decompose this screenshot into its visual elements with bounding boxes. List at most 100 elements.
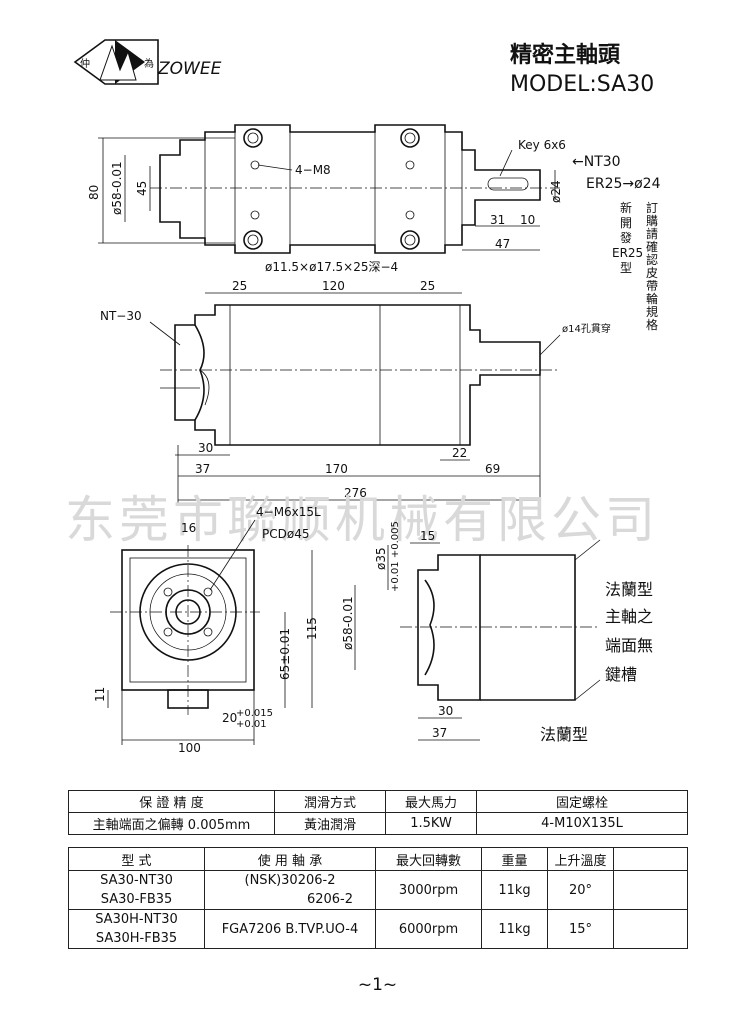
top-view: 80 ø58-0.01 45 4−M8 Key 6x6 ←NT30 ER25→ø…: [87, 124, 661, 294]
dim-15: 15: [420, 529, 435, 543]
cell-rpm: 3000rpm: [375, 870, 482, 910]
dim-31: 31: [490, 213, 505, 227]
dim-120: 120: [322, 279, 345, 293]
pcd-label: PCDø45: [262, 527, 309, 541]
model-title: MODEL:SA30: [510, 72, 654, 97]
svg-text:格: 格: [646, 317, 658, 332]
cell-models: SA30-NT30 SA30-FB35: [68, 870, 205, 910]
svg-text:帶: 帶: [646, 279, 658, 293]
header-max-rpm: 最大回轉數: [375, 847, 482, 871]
spec-table: 保 證 精 度 潤滑方式 最大馬力 固定螺栓 主軸端面之偏轉 0.005mm 黃…: [68, 790, 688, 835]
dim-58-flange: ø58-0.01: [341, 596, 355, 650]
logo-text: ZOWEE: [157, 59, 222, 79]
cell-max-power: 1.5KW: [385, 812, 477, 835]
note-char: 發: [620, 230, 632, 245]
flange-note-1: 法蘭型: [605, 580, 653, 599]
svg-text:請: 請: [646, 227, 658, 241]
m8-label: 4−M8: [295, 163, 331, 177]
cell-lubrication: 黃油潤滑: [274, 812, 386, 835]
page-number: ~1~: [357, 975, 398, 995]
cell-models: SA30H-NT30 SA30H-FB35: [68, 909, 205, 949]
dim-20-tol-minus: +0.01: [236, 719, 267, 730]
dim-37-flange: 37: [432, 726, 447, 740]
dim-24: ø24: [549, 180, 563, 203]
flange-note-2: 主軸之: [605, 607, 653, 626]
cell-empty: [613, 909, 688, 949]
dim-35: ø35: [374, 547, 388, 570]
vertical-note-belt-spec: 訂 購 請 確 認 皮 帶 輪 規 格: [646, 200, 658, 332]
cell-bearings: (NSK)30206-2 6206-2: [204, 870, 376, 910]
dim-65: 65±0.01: [278, 628, 292, 680]
dim-20: 20: [222, 711, 237, 725]
dim-170: 170: [325, 462, 348, 476]
dim-115: 115: [305, 617, 319, 640]
dim-80: 80: [87, 185, 101, 200]
header-temp-rise: 上升溫度: [547, 847, 614, 871]
note-char: 型: [620, 261, 632, 275]
m6-label: 4−M6x15L: [256, 505, 321, 519]
table-row: SA30H-NT30 SA30H-FB35 FGA7206 B.TVP.UO-4…: [68, 909, 688, 949]
cell-weight: 11kg: [481, 870, 548, 910]
header-max-power: 最大馬力: [385, 790, 477, 813]
dim-69: 69: [485, 462, 500, 476]
header-accuracy: 保 證 精 度: [68, 790, 275, 813]
dim-25a: 25: [232, 279, 247, 293]
vertical-note-new-er25: 新 開 發 ER25 型: [612, 200, 643, 275]
table-row: 主軸端面之偏轉 0.005mm 黃油潤滑 1.5KW 4-M10X135L: [68, 812, 688, 835]
bore-label: ø14孔貫穿: [562, 322, 611, 335]
svg-text:購: 購: [646, 214, 658, 228]
cell-weight: 11kg: [481, 909, 548, 949]
nt30-side-label: NT−30: [100, 309, 142, 323]
note-char: ER25: [612, 246, 643, 260]
dim-100: 100: [178, 741, 201, 755]
header-bolts: 固定螺栓: [476, 790, 688, 813]
flange-view: ø35 +0.01 +0.005 15 ø58-0.01 30 37 法蘭型 主…: [341, 521, 653, 744]
note-char: 新: [620, 200, 632, 215]
dim-10: 10: [520, 213, 535, 227]
dim-16: 16: [181, 521, 196, 535]
dim-35-tol: +0.01 +0.005: [390, 521, 401, 592]
svg-text:規: 規: [646, 304, 658, 319]
note-char: 開: [620, 216, 632, 230]
dim-30: 30: [198, 441, 213, 455]
svg-text:皮: 皮: [646, 266, 658, 280]
key-label: Key 6x6: [518, 138, 566, 152]
dim-11: 11: [93, 687, 107, 702]
dim-47: 47: [495, 237, 510, 251]
er25-label: ER25→ø24: [586, 176, 661, 192]
svg-text:確: 確: [646, 239, 658, 254]
cell-bearings: FGA7206 B.TVP.UO-4: [204, 909, 376, 949]
svg-text:輪: 輪: [646, 291, 658, 306]
table-header-row: 保 證 精 度 潤滑方式 最大馬力 固定螺栓: [68, 790, 688, 813]
header-empty: [613, 847, 688, 871]
dim-58: ø58-0.01: [110, 161, 124, 215]
cell-temp: 15°: [547, 909, 614, 949]
title-cn: 精密主軸頭: [510, 42, 621, 68]
holes-label: ø11.5×ø17.5×25深−4: [265, 260, 398, 274]
dim-25b: 25: [420, 279, 435, 293]
cell-rpm: 6000rpm: [375, 909, 482, 949]
cell-bolts: 4-M10X135L: [476, 812, 688, 835]
dim-45: 45: [135, 181, 149, 196]
cell-temp: 20°: [547, 870, 614, 910]
dim-20-tol-plus: +0.015: [236, 708, 273, 719]
cell-accuracy: 主軸端面之偏轉 0.005mm: [68, 812, 275, 835]
dim-22: 22: [452, 446, 467, 460]
dim-276: 276: [344, 486, 367, 500]
header-bearings: 使 用 軸 承: [204, 847, 376, 871]
header-weight: 重量: [481, 847, 548, 871]
nt30-label: ←NT30: [572, 154, 621, 170]
flange-caption: 法蘭型: [540, 725, 588, 744]
header-lubrication: 潤滑方式: [274, 790, 386, 813]
watermark: 东莞市聯顺机械有限公司: [65, 491, 659, 549]
logo-right-char: 為: [144, 57, 154, 70]
table-row: SA30-NT30 SA30-FB35 (NSK)30206-2 6206-2 …: [68, 870, 688, 910]
table-header-row: 型 式 使 用 軸 承 最大回轉數 重量 上升溫度: [68, 847, 688, 871]
dim-37: 37: [195, 462, 210, 476]
logo-left-char: 仲: [80, 57, 90, 70]
logo: 仲 為 ZOWEE: [73, 39, 222, 85]
flange-note-3: 端面無: [605, 636, 653, 655]
dim-30-flange: 30: [438, 704, 453, 718]
svg-text:訂: 訂: [646, 200, 658, 215]
